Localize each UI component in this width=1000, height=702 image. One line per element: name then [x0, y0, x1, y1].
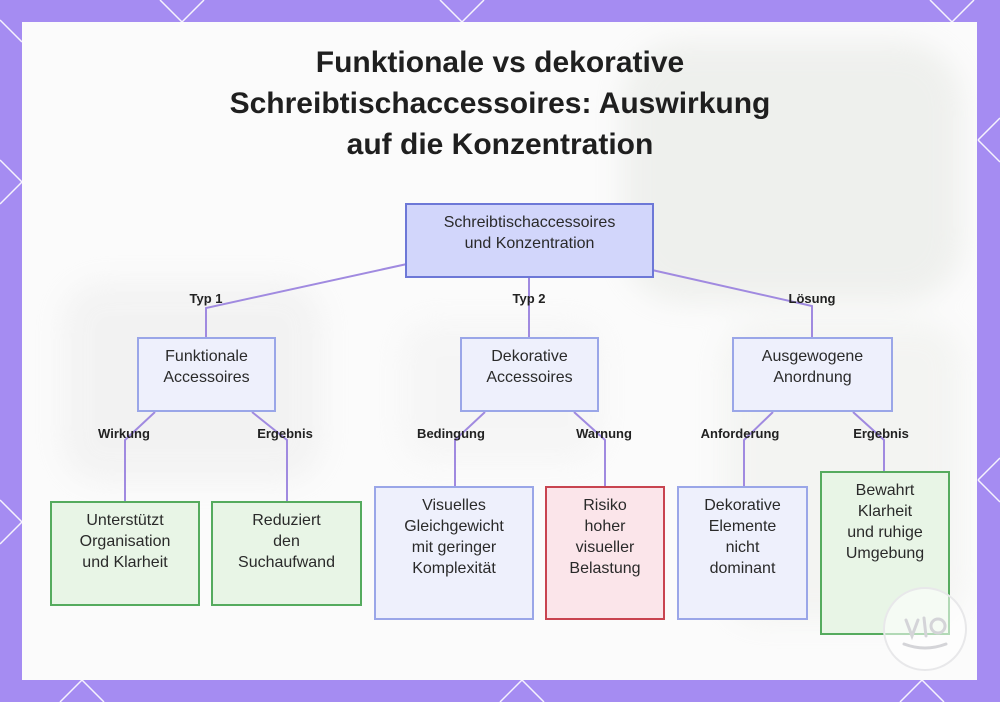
node-balanced-line-1: Ausgewogene [762, 346, 863, 367]
edge-label-anforderung: Anforderung [701, 426, 780, 441]
node-search-line-1: Reduziert [238, 510, 335, 531]
watermark-logo-icon [882, 586, 968, 672]
node-organization-line-3: und Klarheit [80, 552, 171, 573]
edge-root-functional [206, 264, 407, 338]
edge-balanced-elements [744, 412, 773, 486]
node-risk-line-1: Risiko [569, 495, 640, 516]
node-elements-line-1: Dekorative [704, 495, 780, 516]
node-elements-line-3: nicht [704, 537, 780, 558]
edge-label-bedingung: Bedingung [417, 426, 485, 441]
node-decorative-not-dominant: Dekorative Elemente nicht dominant [677, 486, 808, 620]
edge-label-wirkung: Wirkung [98, 426, 150, 441]
node-root-line-2: und Konzentration [444, 233, 616, 254]
node-balance-line-1: Visuelles [404, 495, 504, 516]
node-functional-line-1: Funktionale [163, 346, 249, 367]
edge-balanced-calm [853, 412, 884, 471]
node-visual-load-risk: Risiko hoher visueller Belastung [545, 486, 665, 620]
node-search-line-3: Suchaufwand [238, 552, 335, 573]
node-root-line-1: Schreibtischaccessoires [444, 212, 616, 233]
edge-label-typ1: Typ 1 [190, 291, 223, 306]
node-balance-line-2: Gleichgewicht [404, 516, 504, 537]
node-balanced-arrangement: Ausgewogene Anordnung [732, 337, 893, 412]
node-calm-line-3: und ruhige [846, 522, 924, 543]
node-organization-line-1: Unterstützt [80, 510, 171, 531]
node-functional-accessories: Funktionale Accessoires [137, 337, 276, 412]
node-risk-line-2: hoher [569, 516, 640, 537]
edge-label-ergebnis-2: Ergebnis [853, 426, 909, 441]
edge-label-typ2: Typ 2 [513, 291, 546, 306]
node-balanced-line-2: Anordnung [762, 367, 863, 388]
node-elements-line-4: dominant [704, 558, 780, 579]
edge-label-loesung: Lösung [789, 291, 836, 306]
edge-label-warnung: Warnung [576, 426, 632, 441]
node-functional-line-2: Accessoires [163, 367, 249, 388]
node-decorative-line-1: Dekorative [486, 346, 572, 367]
node-risk-line-4: Belastung [569, 558, 640, 579]
node-reduce-search: Reduziert den Suchaufwand [211, 501, 362, 606]
edge-decorative-risk [574, 412, 605, 486]
node-search-line-2: den [238, 531, 335, 552]
edge-decorative-balance [455, 412, 485, 486]
node-organization-clarity: Unterstützt Organisation und Klarheit [50, 501, 200, 606]
node-visual-balance: Visuelles Gleichgewicht mit geringer Kom… [374, 486, 534, 620]
edge-label-ergebnis-1: Ergebnis [257, 426, 313, 441]
node-balance-line-3: mit geringer [404, 537, 504, 558]
node-calm-line-2: Klarheit [846, 501, 924, 522]
node-balance-line-4: Komplexität [404, 558, 504, 579]
node-decorative-line-2: Accessoires [486, 367, 572, 388]
node-risk-line-3: visueller [569, 537, 640, 558]
node-calm-line-4: Umgebung [846, 543, 924, 564]
node-root: Schreibtischaccessoires und Konzentratio… [405, 203, 654, 278]
node-decorative-accessories: Dekorative Accessoires [460, 337, 599, 412]
node-organization-line-2: Organisation [80, 531, 171, 552]
node-elements-line-2: Elemente [704, 516, 780, 537]
node-calm-line-1: Bewahrt [846, 480, 924, 501]
